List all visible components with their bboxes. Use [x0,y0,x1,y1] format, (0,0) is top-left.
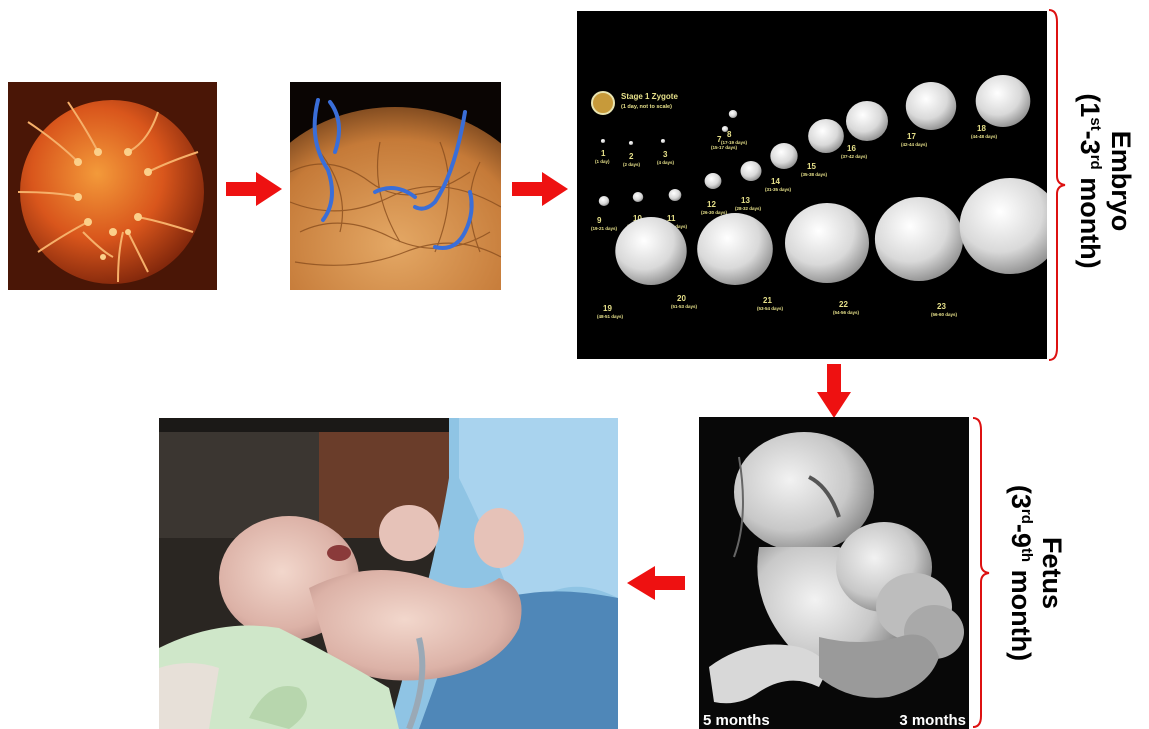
embryo-stage-days: (31-35 days) [765,187,792,192]
fertilization-image [290,82,501,290]
embryo-stage-number: 13 [741,196,750,205]
fetus-title: Fetus [1036,458,1067,688]
embryo-stage-1 [601,139,605,143]
arrow-down-icon [817,364,851,418]
embryo-stage-number: 19 [603,304,612,313]
embryo-stage-14 [770,143,797,169]
embryo-stage-days: (51-53 days) [671,304,698,309]
embryo-stage-8 [729,110,737,118]
embryo-stage-number: 15 [807,162,816,171]
caption-3-months: 3 months [899,712,966,729]
arrow-left-icon [627,566,685,600]
embryo-stage-days: (54-56 days) [833,310,860,315]
embryo-stage-21 [785,203,869,283]
embryo-stage-days: (4 days) [657,160,675,165]
embryo-stage-12 [705,173,722,189]
embryo-label: Embryo (1st-3rd month) [1074,61,1136,301]
embryo-stage-days: (44-48 days) [971,134,998,139]
embryo-stage-days: (53-54 days) [757,306,784,311]
embryo-stage-2 [629,141,633,145]
embryo-stage-days: (19-21 days) [591,226,618,231]
egg-with-sperm-image [8,82,217,290]
embryo-stage-3 [661,139,665,143]
embryo-stage-number: 3 [663,150,668,159]
embryo-stage-number: 18 [977,124,986,133]
embryo-stage-15 [808,119,844,153]
embryo-stage-days: (42-44 days) [901,142,928,147]
embryo-stages-chart: Stage 1 Zygote (1 day, not to scale) 1(1 d… [577,11,1047,359]
arrow-right-icon [226,172,282,206]
embryo-stage-days: (17-19 days) [721,140,748,145]
embryo-stage-11 [669,189,682,201]
embryo-stage-10 [633,192,644,202]
embryo-title: Embryo [1105,61,1136,301]
caption-5-months: 5 months [703,712,770,729]
zygote-note: (1 day, not to scale) [621,104,672,110]
embryo-stage-16 [846,101,888,141]
embryo-month-range: (1st-3rd month) [1074,61,1105,301]
embryo-stage-days: (1 day) [595,159,610,164]
embryo-stage-22 [875,197,963,281]
embryo-stage-number: 1 [601,149,606,158]
embryo-stage-days: (2 days) [623,162,641,167]
embryo-stage-days: (48-51 days) [597,314,624,319]
embryo-stage-number: 22 [839,300,848,309]
zygote-icon [592,92,614,114]
embryo-stage-number: 2 [629,152,634,161]
embryo-stage-number: 16 [847,144,856,153]
arrow-right-icon [512,172,568,206]
fetus-brace [971,416,993,729]
embryo-stage-days: (15-17 days) [711,145,738,150]
zygote-title: Stage 1 Zygote [621,92,678,101]
embryo-stage-days: (37-42 days) [841,154,868,159]
embryo-stage-days: (56-60 days) [931,312,958,317]
embryo-stage-18 [976,75,1031,127]
embryo-stage-9 [599,196,610,206]
embryo-stage-number: 21 [763,296,772,305]
embryo-stage-number: 23 [937,302,946,311]
embryo-stage-number: 14 [771,177,780,186]
embryo-stage-number: 17 [907,132,916,141]
embryo-stage-days: (35-38 days) [801,172,828,177]
embryo-stage-days: (26-30 days) [701,210,728,215]
fetus-month-range: (3rd-9th month) [1005,458,1036,688]
embryo-stage-number: 12 [707,200,716,209]
embryo-stage-23 [960,178,1047,274]
newborn-image [159,418,618,729]
embryo-stage-number: 9 [597,216,602,225]
embryo-stage-days: (28-32 days) [735,206,762,211]
embryo-stage-13 [741,161,762,181]
embryo-stage-number: 8 [727,130,732,139]
embryo-brace [1047,8,1067,362]
embryo-stage-20 [697,213,773,285]
embryo-stage-17 [906,82,956,130]
fetus-label: Fetus (3rd-9th month) [1005,458,1067,688]
embryo-stage-19 [615,217,686,285]
embryo-stage-number: 20 [677,294,686,303]
fetus-image: 5 months 3 months [699,417,969,729]
